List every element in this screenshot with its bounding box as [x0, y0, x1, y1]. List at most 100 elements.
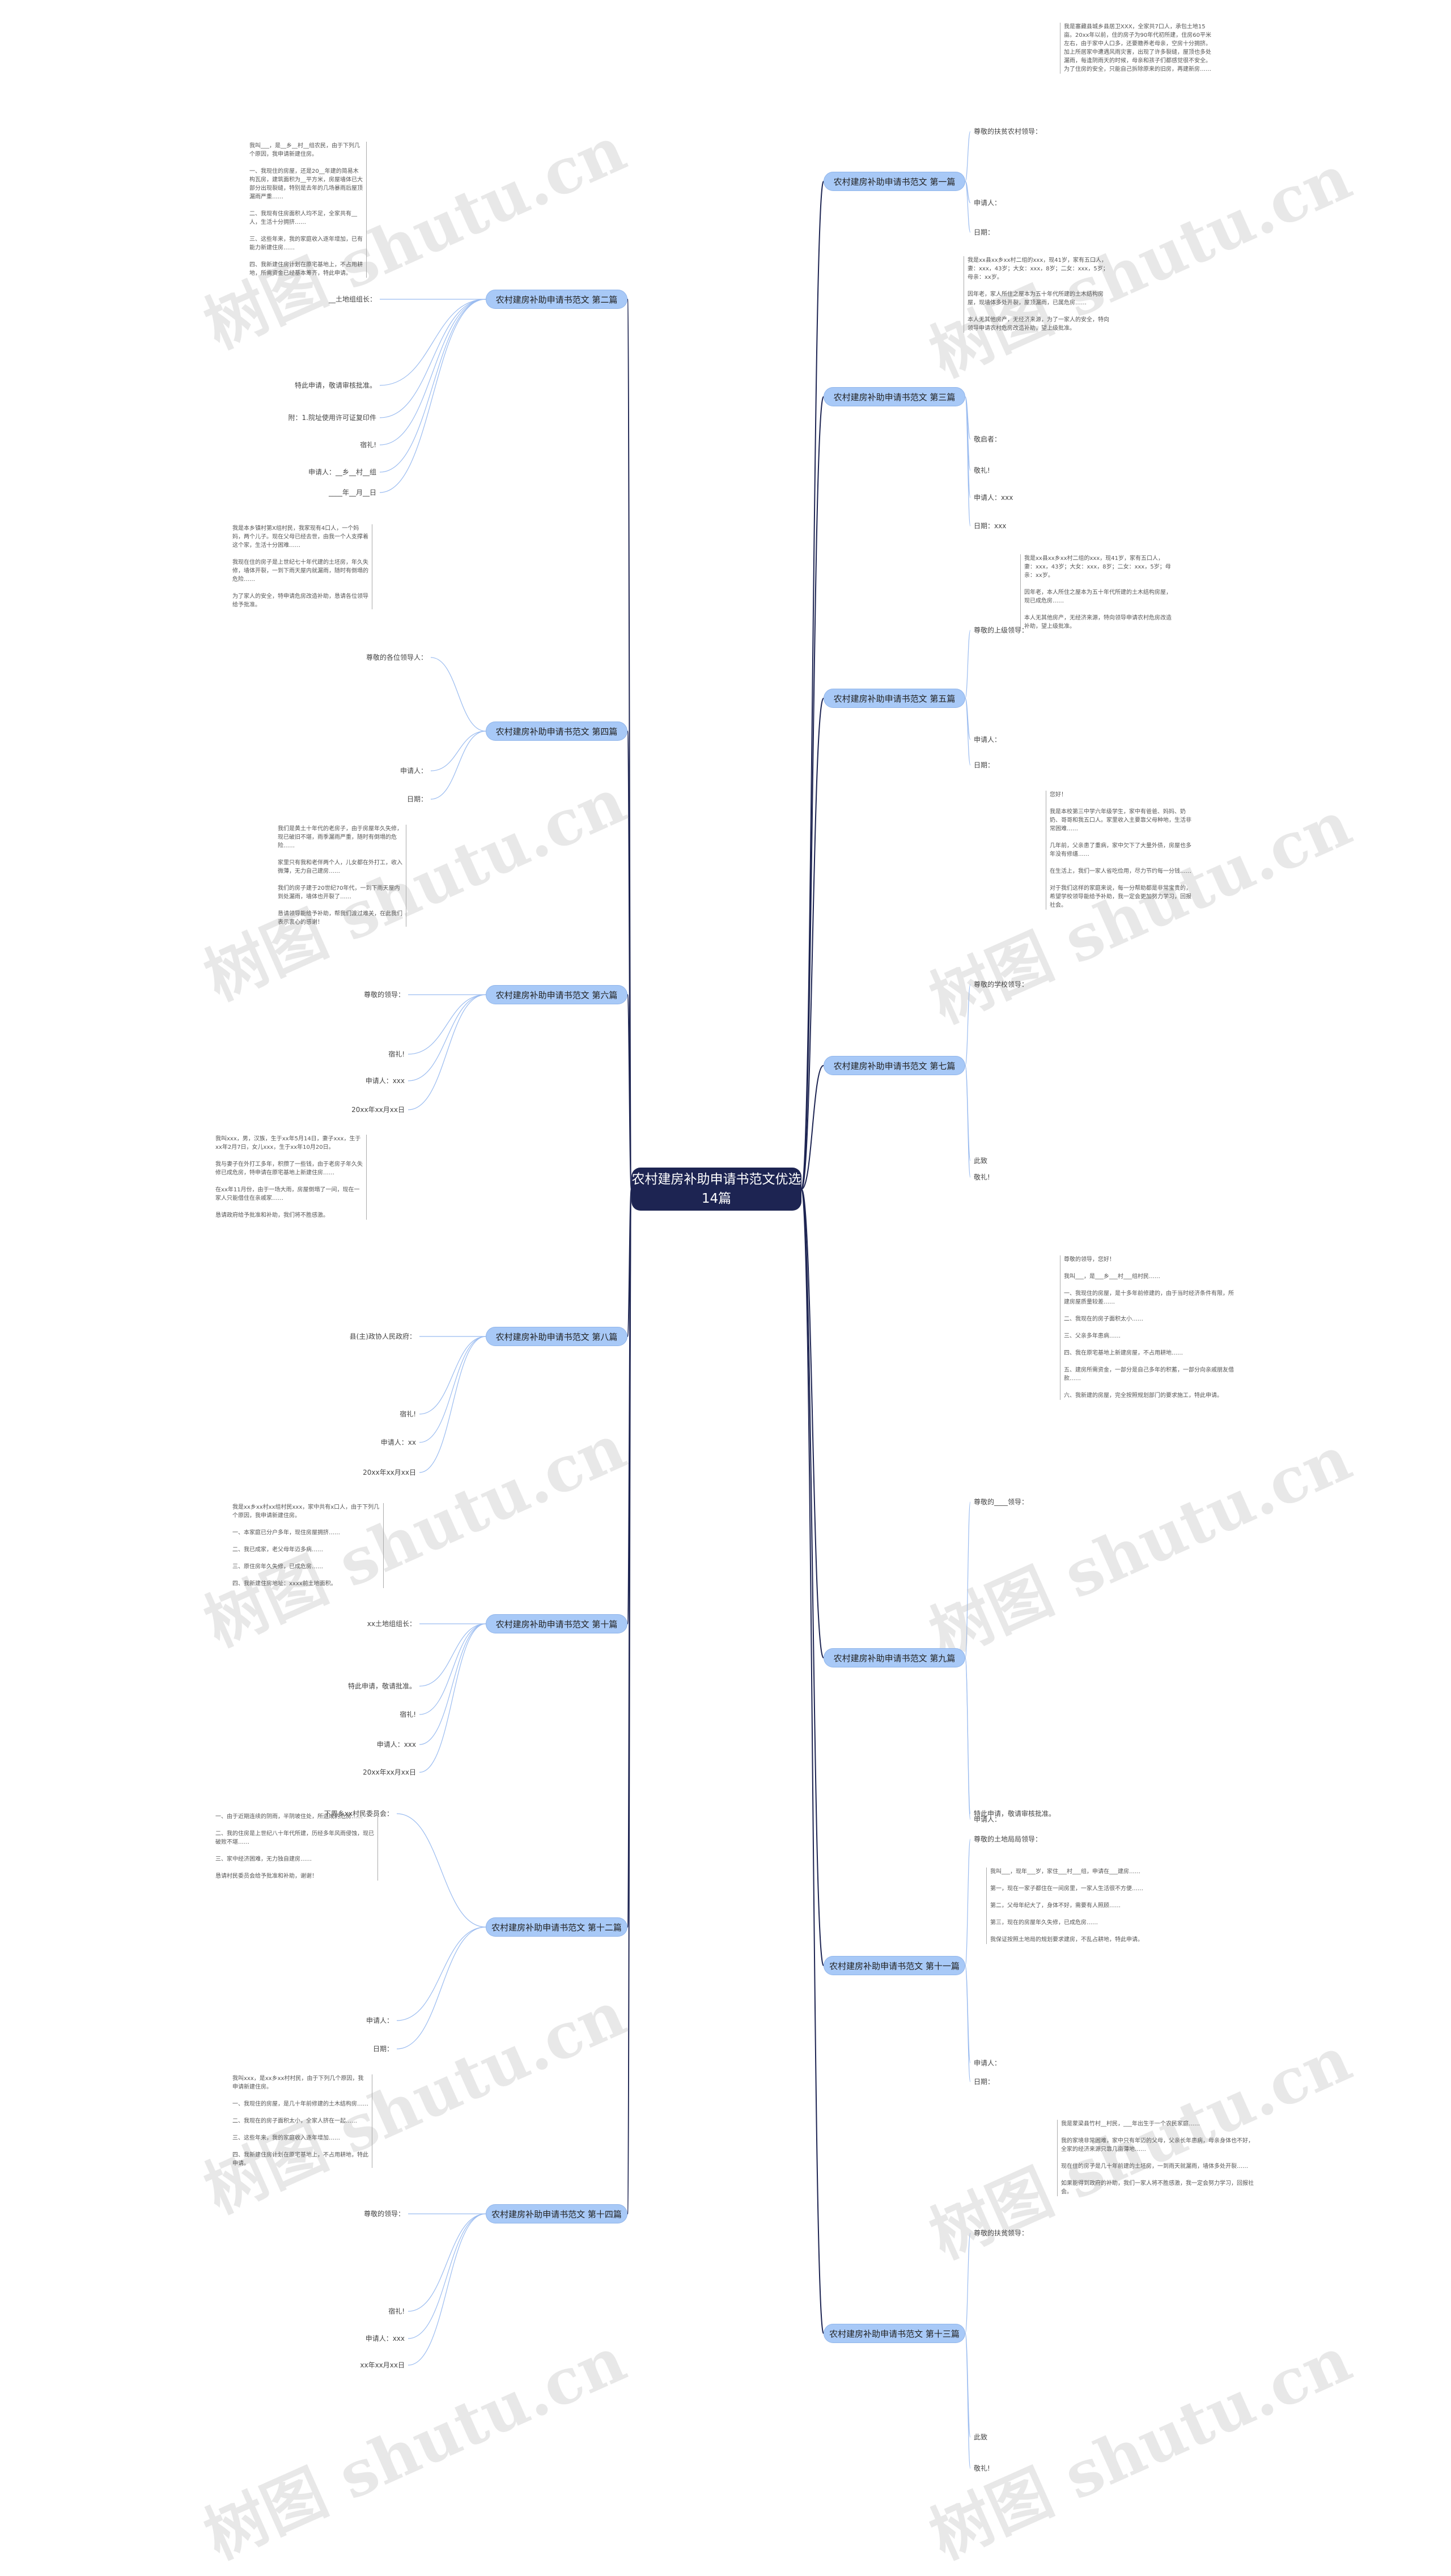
sub-label[interactable]: 敬礼! — [974, 1173, 990, 1181]
sub-label[interactable]: 敬启者： — [974, 435, 1002, 443]
sub-connector — [379, 299, 486, 445]
branch-node[interactable]: 农村建房补助申请书范文 第一篇 — [824, 172, 965, 191]
sub-connector — [430, 731, 486, 771]
sub-label[interactable]: 尊敬的上级领导： — [974, 626, 1029, 634]
branch-connector — [801, 396, 824, 1190]
sub-label[interactable]: 尊敬的领导： — [363, 2210, 405, 2218]
sub-connector — [965, 2333, 971, 2469]
branch-node[interactable]: 农村建房补助申请书范文 第十一篇 — [824, 1956, 965, 1975]
sub-label[interactable]: 日期：xxx — [974, 522, 1007, 530]
sub-label[interactable]: xx土地组组长： — [367, 1620, 416, 1628]
sub-connector — [408, 994, 486, 1081]
sub-connector — [379, 299, 486, 473]
sub-label[interactable]: 日期： — [974, 761, 995, 769]
sub-label[interactable]: 尊敬的____领导： — [974, 1498, 1029, 1506]
sub-label[interactable]: 申请人： — [974, 736, 1002, 744]
sub-label[interactable]: 20xx年xx月xx日 — [363, 1768, 416, 1776]
sub-label[interactable]: 尊敬的各位领导人： — [366, 653, 427, 661]
sub-label[interactable]: 申请人：xxx — [365, 1077, 405, 1085]
sub-label[interactable]: 申请人：xxx — [376, 1741, 416, 1749]
branch-node[interactable]: 农村建房补助申请书范文 第十篇 — [486, 1614, 627, 1633]
branch-node[interactable]: 农村建房补助申请书范文 第十二篇 — [486, 1917, 627, 1937]
sub-label[interactable]: 日期： — [974, 2078, 995, 2086]
sub-label[interactable]: 日期： — [406, 795, 427, 803]
sub-label[interactable]: 申请人：xx — [380, 1438, 416, 1446]
sub-label[interactable]: 宿礼! — [400, 1711, 416, 1718]
sub-label[interactable]: 敬礼! — [974, 466, 990, 474]
sub-label[interactable]: 申请人： — [974, 2059, 1002, 2067]
branch-node[interactable]: 农村建房补助申请书范文 第十四篇 — [486, 2204, 627, 2223]
sub-label[interactable]: 尊敬的扶贫领导： — [974, 2229, 1029, 2237]
content-paragraph: 我叫xxx，是xx乡xx村村民，由于下列几个原因，我申请新建住房。 一、我现住的… — [232, 2074, 372, 2168]
sub-connector — [408, 2213, 486, 2312]
sub-connector — [965, 1657, 971, 1820]
sub-connector — [419, 1623, 486, 1687]
branch-connector — [627, 1189, 632, 2214]
sub-label[interactable]: 申请人：xxx — [365, 2335, 405, 2342]
sub-connector — [965, 1965, 971, 2082]
sub-label[interactable]: __土地组组长： — [328, 295, 376, 303]
branch-node[interactable]: 农村建房补助申请书范文 第二篇 — [486, 290, 627, 309]
sub-connector — [965, 181, 971, 233]
sub-connector — [430, 657, 486, 732]
branch-node[interactable]: 农村建房补助申请书范文 第八篇 — [486, 1327, 627, 1346]
sub-label[interactable]: 此致 — [974, 1157, 988, 1165]
branch-connector — [801, 1189, 824, 1658]
sub-connector — [379, 299, 486, 386]
sub-connector — [419, 1336, 486, 1415]
sub-label[interactable]: 下周乡xx村民委员会： — [324, 1810, 393, 1818]
content-paragraph: 我们是黄土十年代的老房子，由于房屋年久失修，现已破旧不堪，雨季漏雨严重，随时有倒… — [278, 825, 406, 927]
sub-label[interactable]: 申请人： — [366, 2017, 393, 2025]
sub-label[interactable]: 尊敬的扶贫农村领导： — [974, 128, 1042, 135]
branch-node[interactable]: 农村建房补助申请书范文 第五篇 — [824, 689, 965, 708]
sub-label[interactable]: 日期： — [974, 228, 995, 236]
sub-label[interactable]: xx年xx月xx日 — [360, 2361, 405, 2369]
sub-label[interactable]: 县(主)政协人民政府： — [349, 1332, 416, 1340]
branch-node[interactable]: 农村建房补助申请书范文 第三篇 — [824, 387, 965, 406]
branch-connector — [801, 1065, 824, 1190]
sub-label[interactable]: 此致 — [974, 2433, 988, 2441]
sub-label[interactable]: 尊敬的土地局局领导： — [974, 1835, 1042, 1843]
center-topic[interactable]: 农村建房补助申请书范文优选14篇 — [631, 1168, 801, 1211]
sub-connector — [965, 698, 971, 766]
sub-label[interactable]: 宿礼! — [388, 1050, 405, 1058]
sub-connector — [965, 984, 971, 1066]
sub-label[interactable]: ____年__月__日 — [328, 489, 376, 496]
sub-connector — [408, 2213, 486, 2366]
content-paragraph: 我是蒙梁县竹村__村民，___年出生于一个农民家庭…… 我的家境非常困难，家中只… — [1057, 2120, 1254, 2196]
branch-node[interactable]: 农村建房补助申请书范文 第四篇 — [486, 722, 627, 741]
sub-label[interactable]: 申请人： — [974, 1815, 1002, 1823]
branch-node[interactable]: 农村建房补助申请书范文 第九篇 — [824, 1648, 965, 1667]
sub-label[interactable]: 特此申请，敬请批准。 — [347, 1682, 416, 1690]
sub-label[interactable]: 宿礼! — [360, 441, 376, 449]
content-paragraph: 我叫___，现年___岁，家住___村___组，申请在___建房…… 第一，现在… — [986, 1868, 1160, 1944]
branch-node[interactable]: 农村建房补助申请书范文 第六篇 — [486, 985, 627, 1004]
sub-label[interactable]: 申请人：xxx — [974, 494, 1013, 502]
content-paragraph: 您好！ 我是本校第三中学六年级学生，家中有爸爸、妈妈、奶奶、哥哥和我五口人。家里… — [1046, 791, 1191, 910]
branch-connector — [801, 181, 824, 1190]
content-paragraph: 我是xx县xx乡xx村二组的xxx，现41岁，家有五口人，妻：xxx，43岁；大… — [964, 256, 1109, 333]
sub-label[interactable]: 20xx年xx月xx日 — [363, 1469, 416, 1476]
branch-node[interactable]: 农村建房补助申请书范文 第七篇 — [824, 1056, 965, 1075]
sub-label[interactable]: 特此申请，敬请审核批准。 — [974, 1810, 1056, 1818]
sub-label[interactable]: 申请人：__乡__村__组 — [308, 468, 376, 476]
sub-label[interactable]: 敬礼! — [974, 2464, 990, 2472]
sub-label[interactable]: 附：1.院址使用许可证复印件 — [288, 414, 376, 422]
sub-label[interactable]: 宿礼! — [400, 1410, 416, 1418]
connector-lines — [379, 131, 971, 2469]
sub-label[interactable]: 尊敬的学校领导： — [974, 981, 1029, 988]
sub-label[interactable]: 尊敬的领导： — [363, 991, 405, 999]
branch-connector — [801, 1189, 824, 2334]
content-paragraph: 我是xx县xx乡xx村二组的xxx，现41岁，家有五口人，妻：xxx，43岁；大… — [1020, 554, 1172, 631]
sub-label[interactable]: 申请人： — [974, 199, 1002, 207]
sub-label[interactable]: 申请人： — [400, 767, 427, 775]
sub-connector — [419, 1336, 486, 1473]
sub-label[interactable]: 日期： — [372, 2045, 393, 2053]
branch-node[interactable]: 农村建房补助申请书范文 第十三篇 — [824, 2324, 965, 2343]
sub-label[interactable]: 20xx年xx月xx日 — [351, 1106, 405, 1114]
sub-label[interactable]: 宿礼! — [388, 2307, 405, 2315]
sub-connector — [419, 1336, 486, 1443]
content-paragraph: 我叫___，是__乡__村__组农民，由于下列几个原因，我申请新建住房。 一、我… — [249, 142, 367, 278]
sub-connector — [965, 630, 971, 699]
sub-label[interactable]: 特此申请，敬请审核批准。 — [294, 381, 376, 389]
